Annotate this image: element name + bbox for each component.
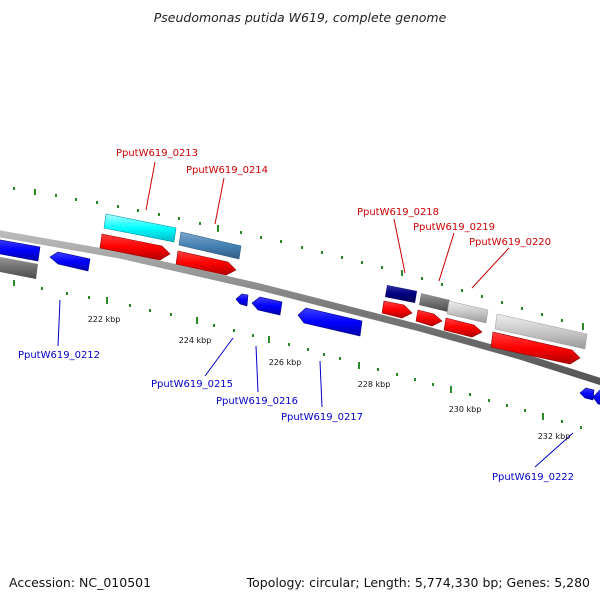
gene-0222-arrow[interactable] bbox=[579, 387, 595, 401]
leader-0215 bbox=[204, 337, 234, 377]
scale-label: 222 kbp bbox=[88, 315, 121, 324]
gene-0218-arrow[interactable] bbox=[381, 300, 413, 319]
leader-0217 bbox=[319, 360, 323, 408]
scale-label: 232 kbp bbox=[538, 432, 571, 441]
gene-0217-arrow[interactable] bbox=[297, 307, 363, 337]
leader-0218 bbox=[393, 218, 406, 274]
gene-0219-arrow[interactable] bbox=[415, 309, 443, 327]
genome-title: Pseudomonas putida W619, complete genome bbox=[153, 10, 447, 25]
gene-label-0214[interactable]: PputW619_0214 bbox=[186, 165, 268, 176]
scale-label: 226 kbp bbox=[269, 358, 302, 367]
gene-0214-arrow[interactable] bbox=[175, 250, 237, 276]
feature-0213-box[interactable] bbox=[103, 213, 177, 243]
gene-label-0216[interactable]: PputW619_0216 bbox=[216, 396, 298, 407]
gene-0216-arrow[interactable] bbox=[251, 296, 283, 316]
gene-label-0218[interactable]: PputW619_0218 bbox=[357, 207, 439, 218]
forward-genes bbox=[99, 233, 581, 365]
gene-labels: PputW619_0212 PputW619_0213 PputW619_021… bbox=[18, 148, 574, 483]
gene-label-0213[interactable]: PputW619_0213 bbox=[116, 148, 198, 159]
gene-label-0222[interactable]: PputW619_0222 bbox=[492, 472, 574, 483]
leader-0219 bbox=[438, 232, 455, 282]
scale-label: 228 kbp bbox=[358, 380, 391, 389]
feature-0212-box[interactable] bbox=[0, 256, 38, 279]
leader-lines bbox=[57, 161, 574, 468]
gene-0215-arrow[interactable] bbox=[235, 293, 249, 307]
feature-boxes-upper bbox=[0, 213, 588, 350]
feature-0218-box[interactable] bbox=[385, 285, 417, 303]
gene-label-0217[interactable]: PputW619_0217 bbox=[281, 412, 363, 423]
leader-0222 bbox=[534, 432, 574, 468]
leader-0213 bbox=[145, 161, 156, 211]
feature-0219-box[interactable] bbox=[419, 293, 450, 312]
scale-label: 224 kbp bbox=[179, 336, 212, 345]
feature-0214-box[interactable] bbox=[178, 231, 242, 260]
topology-text: Topology: circular; Length: 5,774,330 bp… bbox=[246, 575, 590, 590]
gene-label-0220[interactable]: PputW619_0220 bbox=[469, 237, 551, 248]
gene-label-0212[interactable]: PputW619_0212 bbox=[18, 350, 100, 361]
feature-0221-box[interactable] bbox=[494, 313, 588, 350]
gene-label-0219[interactable]: PputW619_0219 bbox=[413, 222, 495, 233]
genome-backbone bbox=[0, 230, 600, 386]
outer-tick-row bbox=[13, 187, 584, 330]
gene-0213-arrow[interactable] bbox=[99, 233, 171, 261]
feature-0220-box[interactable] bbox=[446, 300, 489, 324]
leader-0212 bbox=[57, 299, 61, 347]
leader-0220 bbox=[471, 247, 510, 289]
accession-text: Accession: NC_010501 bbox=[9, 575, 152, 590]
gene-0212-arrow[interactable] bbox=[49, 251, 91, 272]
gene-0221-arrow[interactable] bbox=[490, 331, 581, 365]
gene-label-0215[interactable]: PputW619_0215 bbox=[151, 379, 233, 390]
scale-label: 230 kbp bbox=[449, 405, 482, 414]
reverse-genes bbox=[0, 239, 600, 405]
gene-0223-arrow[interactable] bbox=[592, 389, 600, 405]
gene-0211-arrow[interactable] bbox=[0, 239, 41, 262]
inner-tick-row bbox=[13, 280, 582, 429]
leader-0214 bbox=[214, 177, 225, 225]
gene-0220-arrow[interactable] bbox=[443, 317, 483, 338]
leader-0216 bbox=[255, 345, 259, 393]
scale-labels: 222 kbp 224 kbp 226 kbp 228 kbp 230 kbp … bbox=[88, 315, 571, 441]
